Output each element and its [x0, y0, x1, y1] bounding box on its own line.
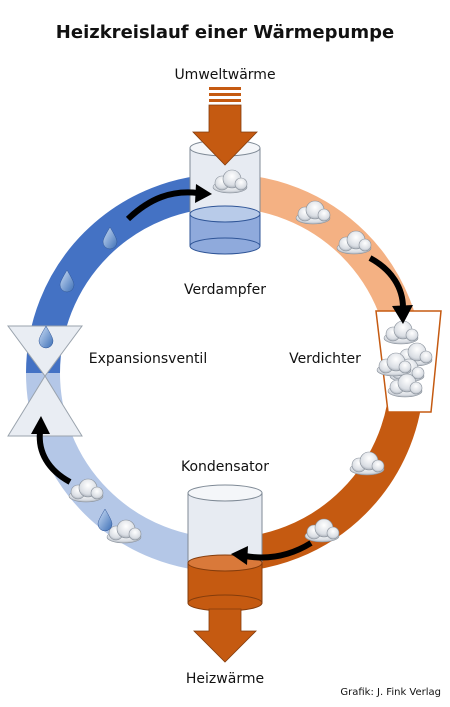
ambient-heat-arrow-icon — [192, 87, 258, 166]
label-ambient-heat: Umweltwärme — [174, 67, 275, 83]
ring-segment-condensation — [224, 372, 424, 572]
heating-heat-arrow-icon — [193, 591, 257, 663]
label-condenser: Kondensator — [181, 459, 269, 475]
label-evaporator: Verdampfer — [184, 282, 266, 298]
flow-arrow-icon — [368, 255, 413, 324]
credit-line: Grafik: J. Fink Verlag — [340, 687, 441, 698]
diagram-title: Heizkreislauf einer Wärmepumpe — [56, 22, 394, 43]
label-compressor: Verdichter — [289, 351, 361, 367]
flow-arrow-icon — [125, 184, 212, 222]
expansion-valve-icon — [7, 325, 83, 437]
label-heating-heat: Heizwärme — [186, 671, 264, 687]
label-expansion-valve: Expansionsventil — [89, 351, 207, 367]
flow-arrow-icon — [31, 416, 72, 485]
flow-arrow-icon — [231, 540, 313, 565]
